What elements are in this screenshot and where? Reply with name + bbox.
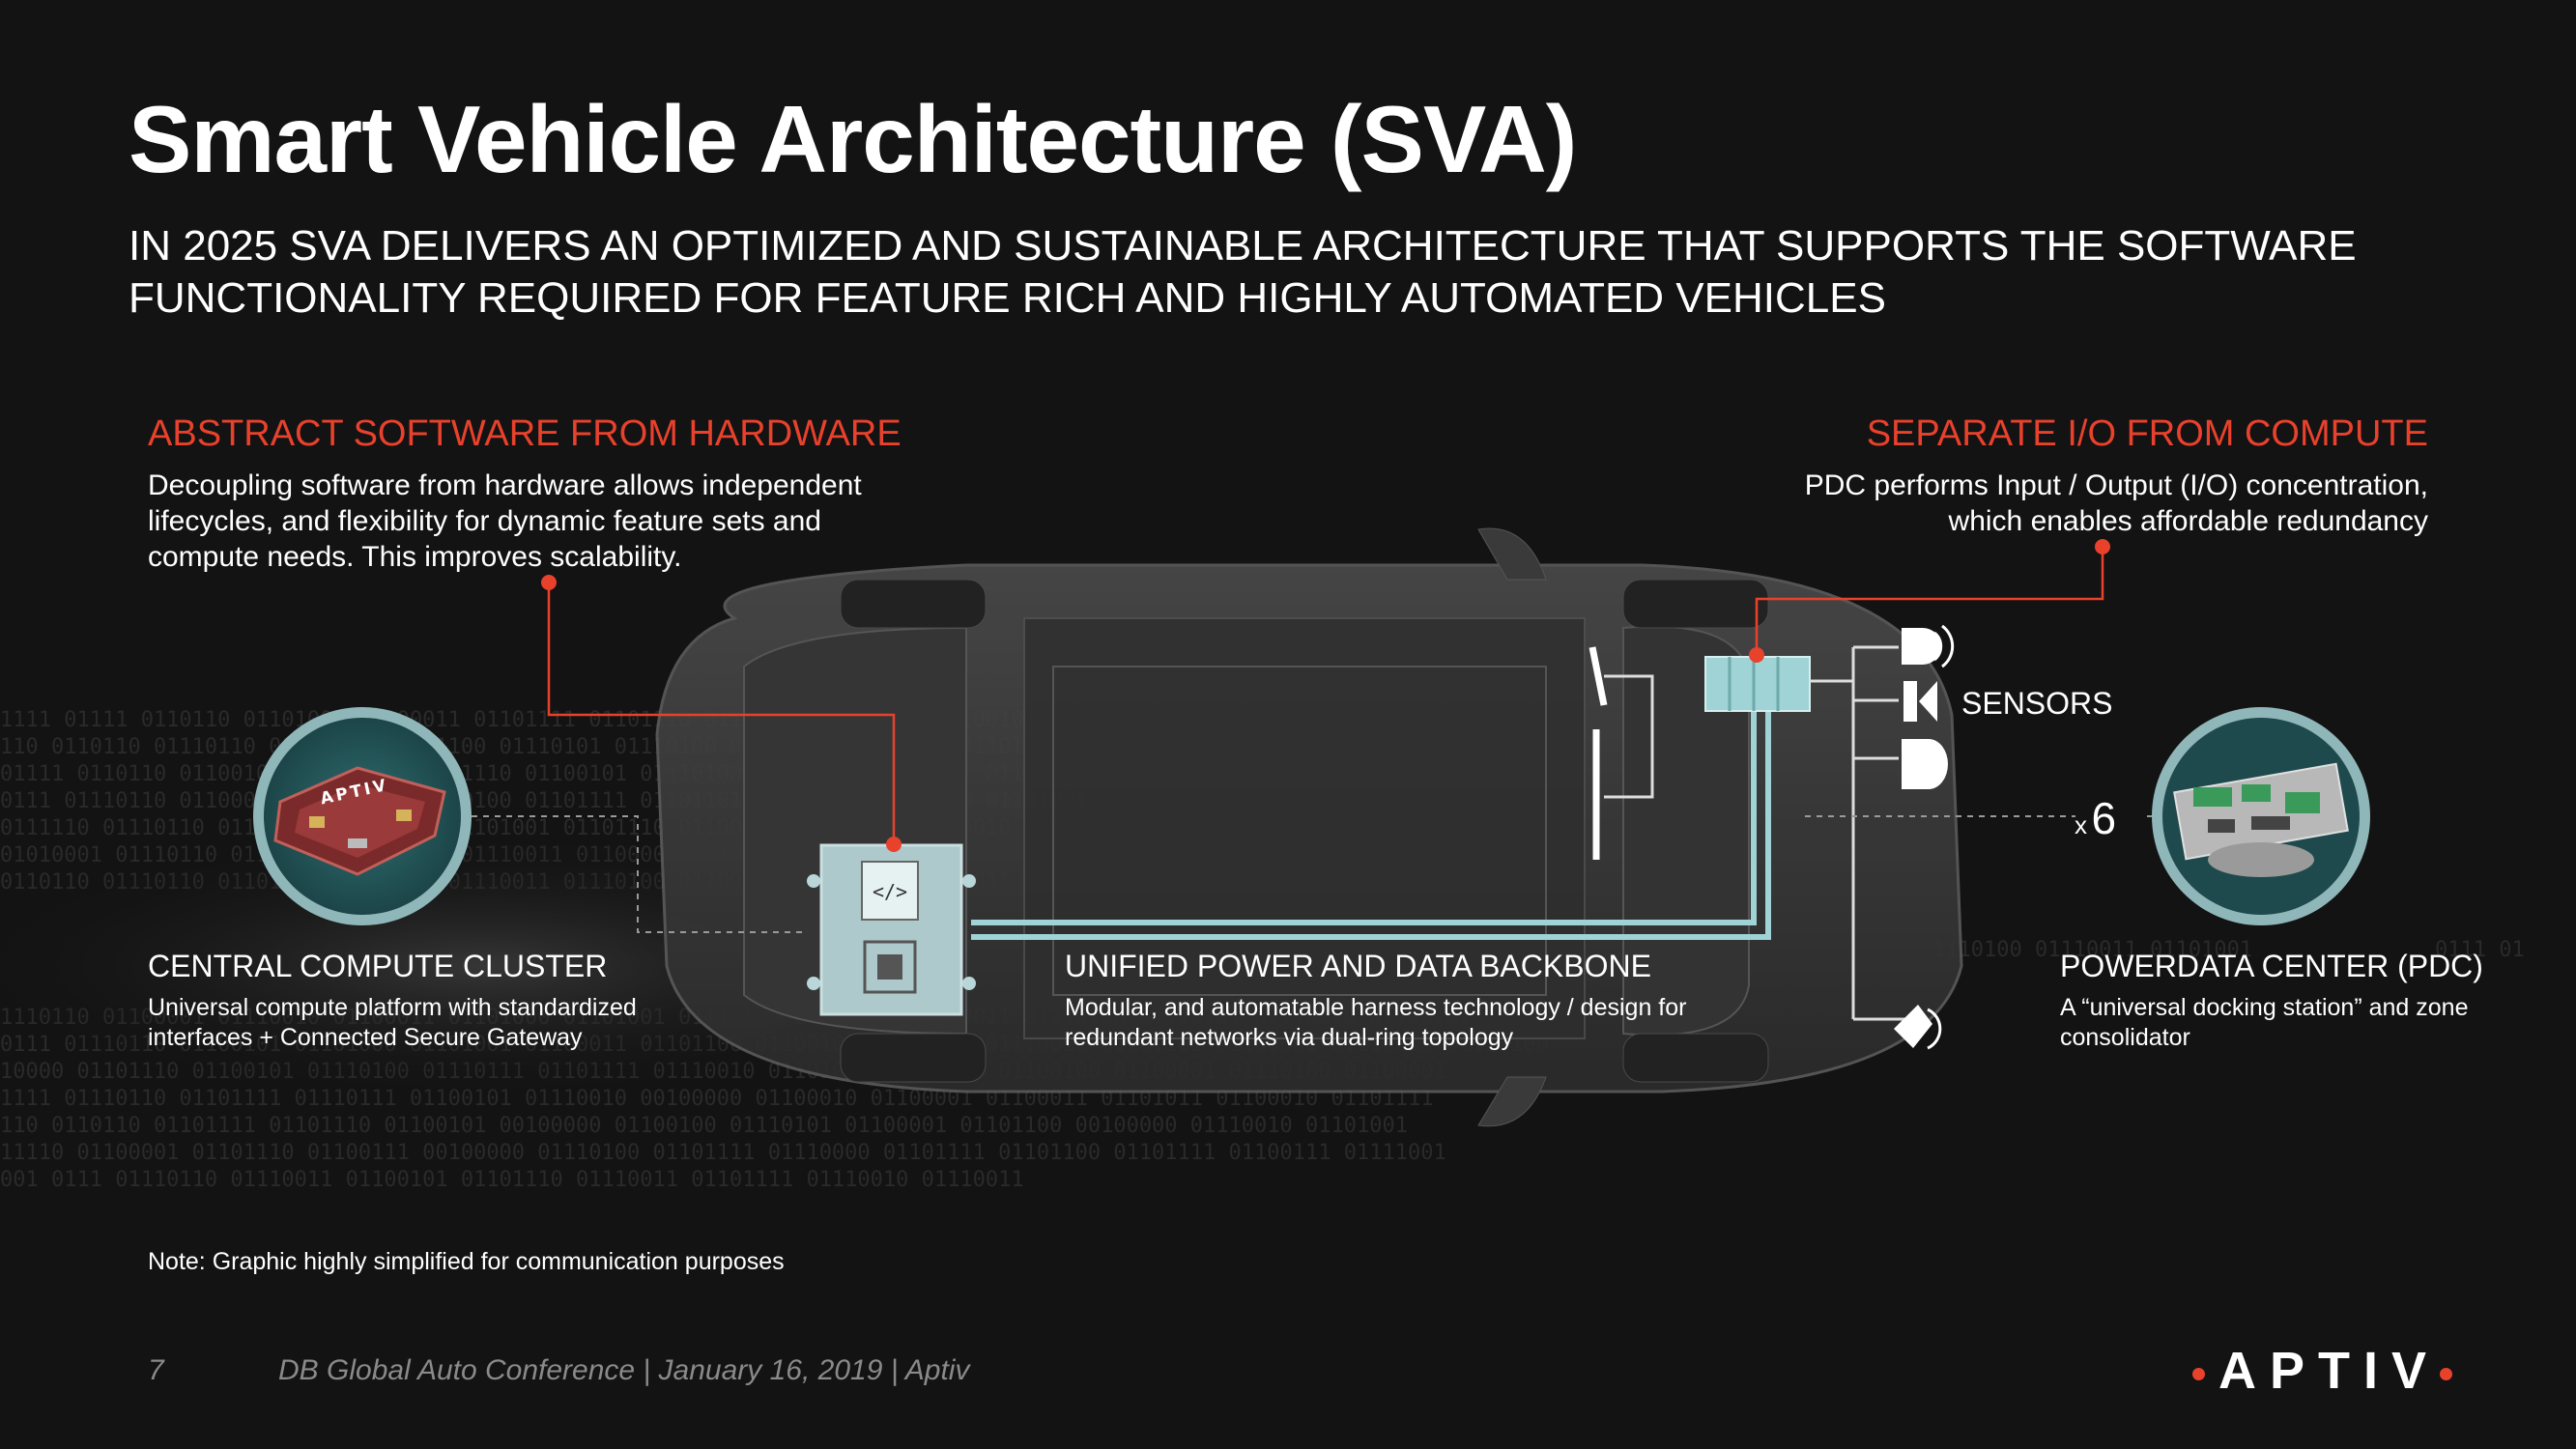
description-line: lifecycles, and flexibility for dynamic … bbox=[148, 505, 821, 537]
page-subtitle: IN 2025 SVA DELIVERS AN OPTIMIZED AND SU… bbox=[129, 220, 2505, 325]
pdc-description: A “universal docking station” and zone c… bbox=[2060, 993, 2524, 1053]
pdc-label: POWERDATA CENTER (PDC) bbox=[2060, 949, 2483, 983]
callout-lines bbox=[547, 547, 2104, 842]
footer-text: DB Global Auto Conference | January 16, … bbox=[278, 1354, 970, 1386]
logo-dot-right bbox=[2440, 1368, 2452, 1381]
subtitle-line: FUNCTIONALITY REQUIRED FOR FEATURE RICH … bbox=[129, 274, 1886, 322]
sensor-lidar-icon bbox=[1902, 739, 1948, 789]
svg-text:1110100 01110011 01101001: 1110100 01110011 01101001 bbox=[1932, 938, 2252, 962]
description-line: PDC performs Input / Output (I/O) concen… bbox=[1804, 469, 2428, 501]
abstract-software-heading: ABSTRACT SOFTWARE FROM HARDWARE bbox=[148, 413, 902, 454]
backbone-description: Modular, and automatable harness technol… bbox=[1065, 993, 1760, 1053]
callout-dot bbox=[886, 837, 902, 852]
callout-dot bbox=[2095, 539, 2110, 554]
callout-dot bbox=[541, 575, 557, 590]
central-compute-box: </> bbox=[807, 843, 976, 1016]
svg-text:11110 01100001 01101110 011001: 11110 01100001 01101110 01100111 0010000… bbox=[0, 1141, 1446, 1165]
central-compute-description: Universal compute platform with standard… bbox=[148, 993, 747, 1053]
code-icon: </> bbox=[873, 880, 907, 903]
separate-io-description: PDC performs Input / Output (I/O) concen… bbox=[1655, 468, 2428, 539]
page-title: Smart Vehicle Architecture (SVA) bbox=[129, 86, 1577, 192]
pdc-multiplier: x 6 bbox=[2075, 792, 2116, 844]
svg-text:001 0111 01110110 01110011 011: 001 0111 01110110 01110011 01100101 0110… bbox=[0, 1168, 1024, 1192]
description-line: Modular, and automatable harness technol… bbox=[1065, 994, 1687, 1021]
callout-dot bbox=[1749, 647, 1764, 663]
pdc-board-image bbox=[2152, 707, 2370, 925]
abstract-software-description: Decoupling software from hardware allows… bbox=[148, 468, 940, 575]
separate-io-heading: SEPARATE I/O FROM COMPUTE bbox=[1866, 413, 2428, 454]
subtitle-line: IN 2025 SVA DELIVERS AN OPTIMIZED AND SU… bbox=[129, 222, 2357, 270]
dashed-leaders bbox=[472, 815, 2161, 933]
central-compute-label: CENTRAL COMPUTE CLUSTER bbox=[148, 949, 608, 983]
description-line: Universal compute platform with standard… bbox=[148, 994, 637, 1021]
description-line: A “universal docking station” and zone bbox=[2060, 994, 2469, 1021]
page-number: 7 bbox=[148, 1354, 164, 1386]
description-line: interfaces + Connected Secure Gateway bbox=[148, 1024, 583, 1051]
logo-text: APTIV bbox=[2218, 1342, 2440, 1400]
description-line: redundant networks via dual-ring topolog… bbox=[1065, 1024, 1514, 1051]
sensors-label: SENSORS bbox=[1961, 686, 2113, 721]
sensor-camera-icon bbox=[1903, 681, 1937, 722]
description-line: which enables affordable redundancy bbox=[1948, 505, 2428, 537]
svg-text:110 0110110 01101111 01101110: 110 0110110 01101111 01101110 01100101 0… bbox=[0, 1114, 1408, 1138]
svg-text:0111 01: 0111 01 bbox=[2435, 938, 2525, 962]
description-line: compute needs. This improves scalability… bbox=[148, 541, 682, 573]
description-line: consolidator bbox=[2060, 1024, 2190, 1051]
aptiv-logo: APTIV bbox=[2191, 1341, 2452, 1401]
dual-ring-backbone bbox=[971, 691, 1771, 940]
backbone-label: UNIFIED POWER AND DATA BACKBONE bbox=[1065, 949, 1651, 983]
description-line: Decoupling software from hardware allows… bbox=[148, 469, 862, 501]
sensor-radar-icon bbox=[1902, 624, 1955, 668]
logo-dot-left bbox=[2191, 1368, 2205, 1381]
footnote: Note: Graphic highly simplified for comm… bbox=[148, 1248, 785, 1275]
pdc-module bbox=[1704, 656, 1811, 712]
sensor-connectors bbox=[1604, 645, 1908, 1021]
multiplier-count: 6 bbox=[2091, 793, 2117, 843]
central-compute-board-image: APTIV bbox=[253, 707, 472, 925]
chip-icon bbox=[863, 940, 917, 994]
multiplier-x: x bbox=[2075, 810, 2087, 839]
sensor-ultrasonic-icon bbox=[1894, 1005, 1942, 1050]
